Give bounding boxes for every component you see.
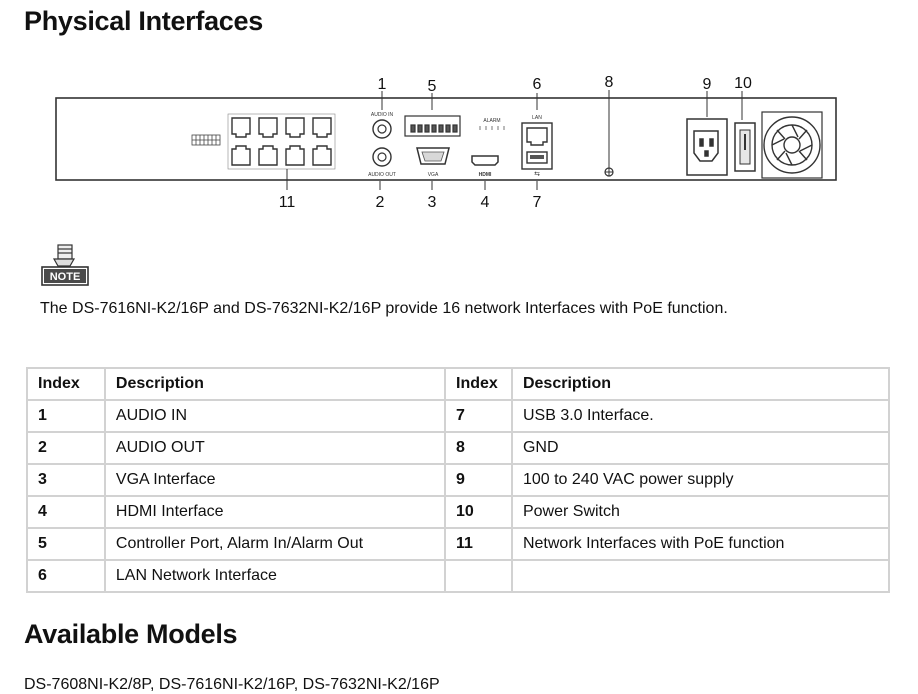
row-description-cell: Controller Port, Alarm In/Alarm Out bbox=[103, 527, 447, 561]
network-ports-poe bbox=[227, 113, 336, 170]
header-description: Description bbox=[103, 367, 447, 401]
row-description-cell: VGA Interface bbox=[103, 463, 447, 497]
rj45-port-icon bbox=[312, 145, 332, 166]
alarm-pin-marks bbox=[479, 126, 505, 130]
section-title-physical-interfaces: Physical Interfaces bbox=[24, 6, 263, 36]
row-index-cell: 6 bbox=[26, 559, 106, 593]
vga-port-icon bbox=[416, 147, 450, 165]
lan-port-label: LAN bbox=[532, 115, 542, 121]
rj45-port-icon bbox=[231, 145, 251, 166]
row-description-cell: HDMI Interface bbox=[103, 495, 447, 529]
row-description-cell: Power Switch bbox=[510, 495, 891, 529]
audio-in-port-label: AUDIO IN bbox=[371, 112, 394, 118]
label-grid-icon bbox=[191, 134, 221, 146]
row-description-cell bbox=[510, 559, 891, 593]
row-index-cell bbox=[444, 559, 513, 593]
rj45-port-icon bbox=[312, 117, 332, 138]
row-description-cell: USB 3.0 Interface. bbox=[510, 399, 891, 433]
audio-out-jack-icon bbox=[372, 147, 392, 167]
row-description-cell: AUDIO OUT bbox=[103, 431, 447, 465]
callout-10: 10 bbox=[734, 75, 752, 92]
callout-7: 7 bbox=[533, 194, 542, 211]
hdmi-port-label: HDMI bbox=[479, 172, 492, 178]
usb-symbol-icon: ⇆ bbox=[534, 171, 540, 178]
power-inlet-icon bbox=[686, 118, 728, 176]
callout-9: 9 bbox=[703, 76, 712, 93]
rj45-port-icon bbox=[231, 117, 251, 138]
row-index-cell: 7 bbox=[444, 399, 513, 433]
row-description-cell: Network Interfaces with PoE function bbox=[510, 527, 891, 561]
callout-leaders bbox=[286, 90, 743, 190]
rj45-port-icon bbox=[285, 117, 305, 138]
audio-out-port-label: AUDIO OUT bbox=[368, 172, 396, 178]
chassis-outline bbox=[55, 97, 837, 181]
row-index-cell: 1 bbox=[26, 399, 106, 433]
row-index-cell: 5 bbox=[26, 527, 106, 561]
table-header-row: Index Description Index Description bbox=[26, 367, 891, 401]
callout-8: 8 bbox=[605, 74, 614, 91]
alarm-port-label: ALARM bbox=[483, 118, 500, 124]
lan-port-icon bbox=[521, 122, 553, 170]
audio-in-jack-icon bbox=[372, 119, 392, 139]
row-description-cell: AUDIO IN bbox=[103, 399, 447, 433]
row-index-cell: 4 bbox=[26, 495, 106, 529]
usb-port-icon bbox=[526, 151, 548, 164]
note-text: The DS-7616NI-K2/16P and DS-7632NI-K2/16… bbox=[40, 300, 728, 317]
rj45-port-icon bbox=[258, 117, 278, 138]
row-index-cell: 8 bbox=[444, 431, 513, 465]
rj45-port-icon bbox=[285, 145, 305, 166]
header-description: Description bbox=[510, 367, 891, 401]
callout-4: 4 bbox=[481, 194, 490, 211]
row-index-cell: 10 bbox=[444, 495, 513, 529]
alarm-terminal-block-icon bbox=[404, 115, 461, 137]
callout-1: 1 bbox=[378, 76, 387, 93]
header-index: Index bbox=[26, 367, 106, 401]
section-title-available-models: Available Models bbox=[24, 619, 238, 649]
rj45-port-icon bbox=[258, 145, 278, 166]
power-switch-icon bbox=[734, 122, 756, 172]
note-icon-label: NOTE bbox=[50, 271, 81, 283]
callout-11: 11 bbox=[279, 194, 296, 211]
models-list-text: DS-7608NI-K2/8P, DS-7616NI-K2/16P, DS-76… bbox=[24, 676, 440, 693]
row-index-cell: 3 bbox=[26, 463, 106, 497]
callout-2: 2 bbox=[376, 194, 385, 211]
callout-5: 5 bbox=[428, 78, 437, 95]
callout-3: 3 bbox=[428, 194, 437, 211]
fan-icon bbox=[761, 111, 823, 179]
row-index-cell: 9 bbox=[444, 463, 513, 497]
row-description-cell: LAN Network Interface bbox=[103, 559, 447, 593]
ground-screw-icon bbox=[604, 167, 614, 177]
row-description-cell: 100 to 240 VAC power supply bbox=[510, 463, 891, 497]
row-index-cell: 11 bbox=[444, 527, 513, 561]
callout-6: 6 bbox=[533, 76, 542, 93]
row-index-cell: 2 bbox=[26, 431, 106, 465]
hdmi-port-icon bbox=[471, 155, 499, 166]
header-index: Index bbox=[444, 367, 513, 401]
rear-panel-diagram: AUDIO IN AUDIO OUT ALARM VGA HDMI LAN bbox=[55, 74, 837, 211]
note-icon: NOTE bbox=[41, 244, 89, 286]
vga-port-label: VGA bbox=[428, 172, 439, 178]
row-description-cell: GND bbox=[510, 431, 891, 465]
